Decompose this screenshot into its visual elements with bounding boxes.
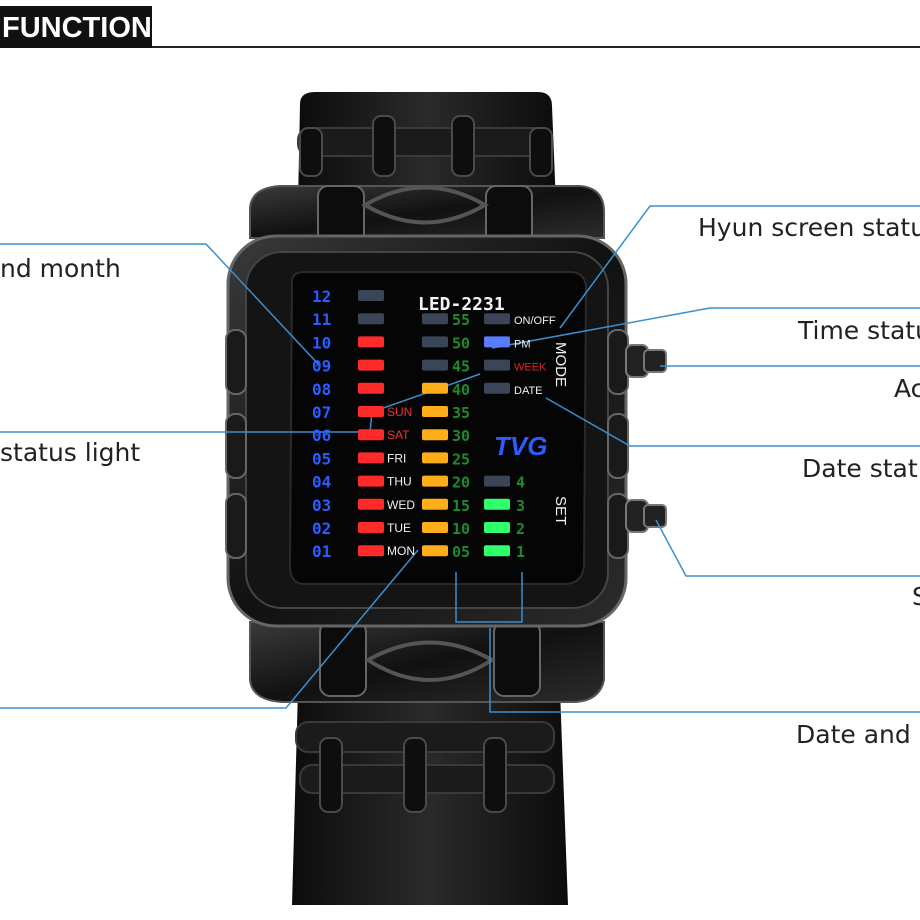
hour-digit: 01 [312,542,331,561]
callout-set: S [912,582,920,611]
hour-digit: 06 [312,426,331,445]
brand-logo: TVG [494,431,547,461]
minute-label: 50 [452,334,470,352]
minute-label: 55 [452,311,470,329]
minute-led [422,359,448,371]
hour-led [358,429,384,441]
hour-digit: 10 [312,333,331,352]
header-rule [152,46,920,48]
hour-digit: 07 [312,403,331,422]
day-label: FRI [387,451,406,465]
minute-led [422,545,448,557]
minute-led [422,406,448,417]
second-led [484,545,510,557]
callout-time-status: Time statu [798,316,920,345]
hour-digit: 03 [312,496,331,515]
set-button-label: SET [552,496,569,525]
watch-lug-bottom [249,621,605,703]
section-header: FUNCTION [0,6,152,48]
hour-led [358,475,384,487]
status-label: DATE [514,385,543,397]
minute-label: 25 [452,450,470,468]
minute-led [422,452,448,464]
hour-led [358,313,384,325]
second-digit: 4 [516,474,525,492]
hour-digit: 08 [312,380,331,399]
minute-led [422,313,448,325]
mode-button-label: MODE [552,342,569,387]
hour-led [358,545,384,557]
second-led [484,522,510,533]
minute-led [422,429,448,441]
day-label: WED [387,498,415,512]
status-led [484,336,510,348]
hour-led [358,522,384,533]
minute-led [422,498,448,510]
minute-led [422,336,448,348]
minute-label: 15 [452,497,470,515]
second-digit: 1 [516,543,525,561]
hour-led [358,498,384,510]
day-label: MON [387,544,415,558]
callout-date-and: Date and [796,720,911,749]
hour-led [358,406,384,417]
status-led [484,313,510,325]
second-led [484,475,510,487]
second-digit: 2 [516,520,525,538]
minute-label: 35 [452,404,470,422]
status-label: PM [514,338,531,350]
hour-digit: 05 [312,449,331,468]
hour-digit: 09 [312,357,331,376]
minute-label: 45 [452,358,470,376]
hour-led [358,452,384,464]
minute-label: 20 [452,474,470,492]
status-led [484,382,510,394]
hour-led [358,359,384,371]
status-label: ON/OFF [514,315,556,327]
hour-led [358,290,384,301]
mode-button-crown [625,344,667,378]
minute-led [422,475,448,487]
minute-label: 10 [452,520,470,538]
watch-lug-top [249,185,605,239]
minute-label: 05 [452,543,470,561]
minute-led [422,382,448,394]
section-title: FUNCTION [2,12,152,44]
minute-label: 40 [452,381,470,399]
minute-label: 30 [452,427,470,445]
set-button-crown [625,499,667,533]
callout-lines [0,205,920,713]
callout-screen-status: Hyun screen statu [698,213,920,242]
hour-led [358,336,384,348]
callout-adjust: Ac [894,374,920,403]
day-label: SUN [387,405,412,419]
minute-led [422,522,448,533]
hour-digit: 11 [312,310,331,329]
status-label: WEEK [514,362,547,374]
status-led [484,359,510,371]
callout-date-status: Date stat [802,454,918,483]
callout-date-month: nd month [0,254,121,283]
hour-digit: 12 [312,287,331,306]
day-label: TUE [387,521,411,535]
callout-status-light: status light [0,438,141,467]
second-digit: 3 [516,497,525,515]
second-led [484,498,510,510]
day-label: SAT [387,428,410,442]
day-label: THU [387,475,412,489]
hour-digit: 02 [312,519,331,538]
hour-digit: 04 [312,473,331,492]
hour-led [358,382,384,394]
model-label: LED-2231 [418,294,505,315]
